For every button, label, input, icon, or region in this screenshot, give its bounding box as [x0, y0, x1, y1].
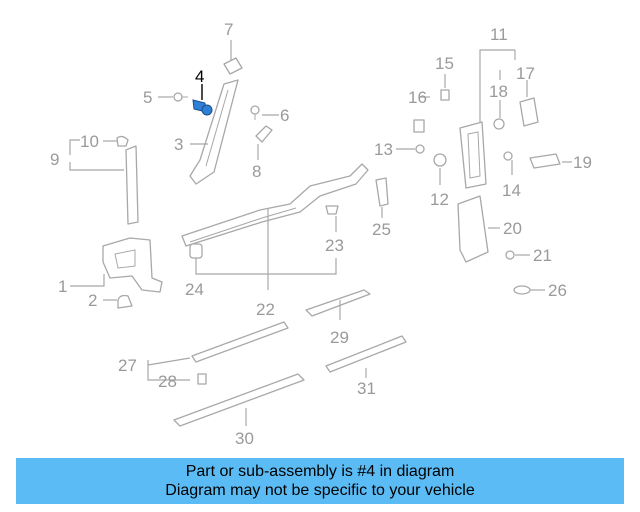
part-19-handle: [529, 153, 561, 169]
callout-14: 14: [502, 181, 521, 200]
callout-4-highlighted: 4: [195, 67, 204, 86]
leader-lines: [69, 40, 572, 426]
callout-3: 3: [174, 135, 183, 154]
part-5-clip: [173, 92, 188, 102]
part-23-clip: [325, 205, 339, 215]
callout-28: 28: [158, 372, 177, 391]
part-26-clip: [513, 285, 531, 295]
part-17-belt-guide: [519, 97, 539, 127]
callout-29: 29: [330, 328, 349, 347]
part-24-grommet: [189, 243, 203, 259]
banner-line-part-number: Part or sub-assembly is #4 in diagram: [185, 463, 455, 480]
info-banner: Part or sub-assembly is #4 in diagram Di…: [16, 458, 624, 504]
part-16-clip: [413, 119, 425, 133]
callout-22: 22: [256, 300, 275, 319]
callout-15: 15: [435, 54, 454, 73]
callout-25: 25: [372, 220, 391, 239]
part-25-trim: [375, 177, 389, 207]
callout-23: 23: [325, 236, 344, 255]
part-14-bolt: [503, 151, 513, 161]
part-30-sill-plate: [173, 373, 305, 427]
part-20-bpillar-lower: [457, 195, 489, 263]
part-1-kick-panel: [102, 237, 163, 293]
callout-1: 1: [58, 277, 67, 296]
callouts: 7 4 5 6 3 8 10 9 1 2 11 15 16 17 18 13 1…: [50, 20, 592, 448]
part-12-nut: [433, 153, 447, 167]
callout-20: 20: [503, 219, 522, 238]
callout-7: 7: [224, 20, 233, 39]
part-29-scuff-plate: [305, 289, 371, 317]
part-9-10-trim: [116, 135, 139, 225]
callout-6: 6: [280, 106, 289, 125]
part-18-bolt: [493, 118, 505, 130]
part-13-bolt: [415, 144, 425, 154]
callout-30: 30: [235, 429, 254, 448]
callout-31: 31: [357, 379, 376, 398]
part-6-screw: [250, 105, 260, 120]
part-7-bracket: [223, 57, 243, 75]
part-31-sill-plate: [325, 335, 407, 373]
part-8-pad: [255, 125, 273, 143]
callout-12: 12: [430, 190, 449, 209]
callout-27: 27: [118, 356, 137, 375]
part-27-sill-plate: [191, 321, 289, 363]
callout-26: 26: [548, 281, 567, 300]
callout-13: 13: [374, 140, 393, 159]
banner-line-disclaimer: Diagram may not be specific to your vehi…: [165, 482, 475, 499]
callout-5: 5: [143, 88, 152, 107]
callout-21: 21: [533, 246, 552, 265]
callout-8: 8: [252, 162, 261, 181]
callout-9: 9: [50, 150, 59, 169]
part-28-clip: [197, 373, 207, 385]
callout-18: 18: [489, 82, 508, 101]
callout-19: 19: [573, 153, 592, 172]
part-15-clip: [440, 89, 450, 101]
parts-diagram: 7 4 5 6 3 8 10 9 1 2 11 15 16 17 18 13 1…: [50, 20, 592, 448]
part-4-highlighted-bolt: [192, 99, 213, 116]
part-21-screw: [505, 250, 515, 260]
callout-10: 10: [80, 132, 99, 151]
callout-11: 11: [490, 25, 508, 44]
part-22-sill-trim: [181, 163, 369, 247]
callout-17: 17: [516, 64, 535, 83]
part-11-bpillar-upper: [459, 121, 487, 189]
part-2-clip: [117, 294, 133, 309]
callout-2: 2: [88, 291, 97, 310]
callout-16: 16: [408, 88, 427, 107]
part-3-pillar-trim: [189, 79, 239, 185]
callout-24: 24: [185, 280, 204, 299]
